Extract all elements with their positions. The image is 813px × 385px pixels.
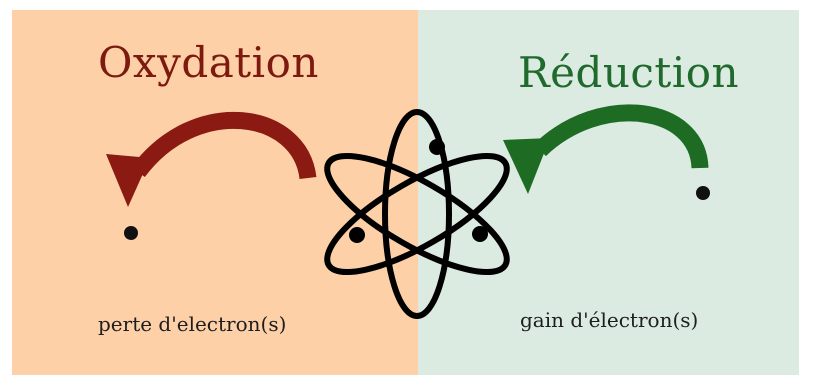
electron-dot-icon [124,226,138,240]
oxidation-arrow-icon [106,111,317,207]
oxidation-caption: perte d'electron(s) [98,312,287,336]
oxidation-panel [12,10,418,375]
reduction-title: Réduction [518,48,740,97]
reduction-panel [418,10,799,375]
reduction-arrow-icon [503,104,709,194]
reduction-caption: gain d'électron(s) [520,308,699,332]
electron-dot-icon [696,186,710,200]
atom-icon [324,109,510,319]
oxidation-title: Oxydation [98,38,319,87]
